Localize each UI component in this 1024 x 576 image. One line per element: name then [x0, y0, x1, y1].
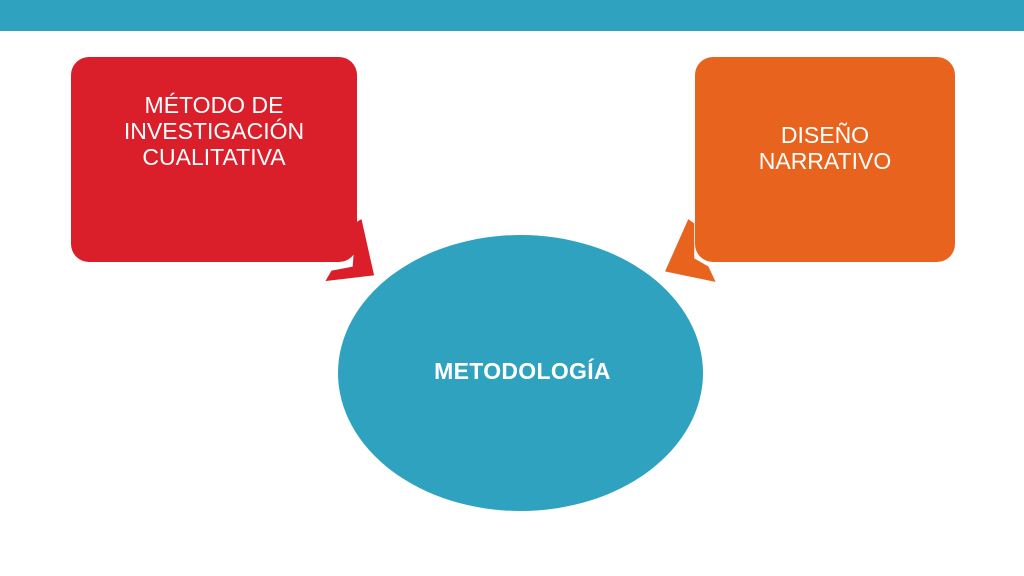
qualitative-method-box: MÉTODO DE INVESTIGACIÓN CUALITATIVA [71, 57, 357, 262]
methodology-label: METODOLOGÍA [434, 357, 611, 384]
left-connector-arrow [322, 216, 376, 283]
narrative-design-box: DISEÑO NARRATIVO [695, 57, 955, 262]
label-line: INVESTIGACIÓN [123, 117, 305, 144]
qualitative-method-label: MÉTODO DE INVESTIGACIÓN CUALITATIVA [124, 92, 304, 170]
label-line: CUALITATIVA [142, 143, 286, 170]
label-line: MÉTODO DE [144, 91, 284, 118]
methodology-ellipse: METODOLOGÍA [338, 235, 703, 511]
top-accent-bar [0, 0, 1024, 31]
label-line: DISEÑO [780, 121, 870, 148]
label-line: NARRATIVO [758, 147, 892, 174]
narrative-design-label: DISEÑO NARRATIVO [759, 122, 891, 174]
right-connector-arrow [662, 216, 719, 285]
